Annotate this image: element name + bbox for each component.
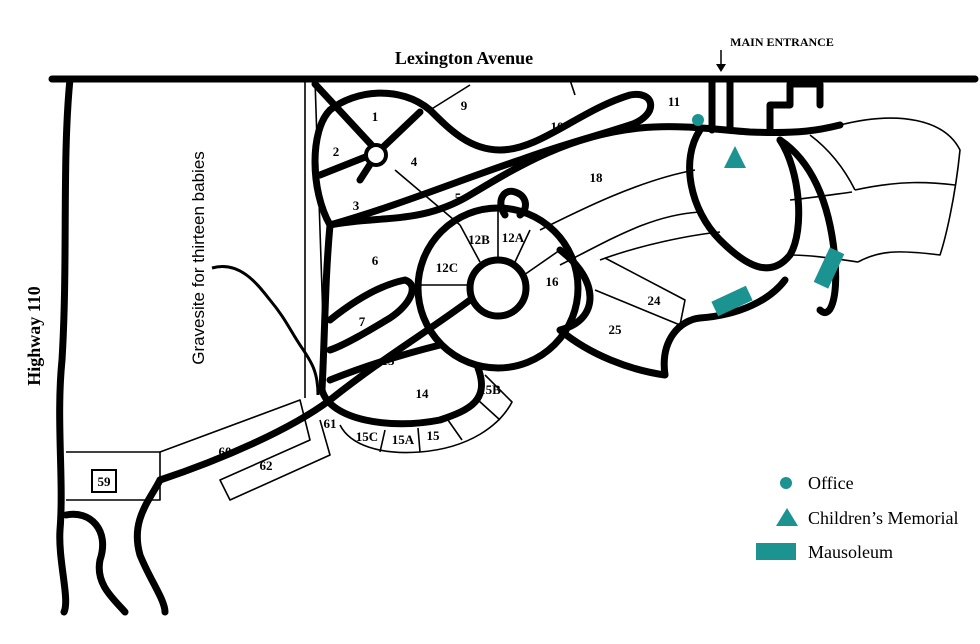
section-24-outline — [594, 257, 686, 326]
highway-110-label: Highway 110 — [24, 286, 44, 386]
legend-mausoleum-label: Mausoleum — [808, 542, 893, 562]
entrance-drive — [708, 75, 734, 134]
north-roundabout — [364, 143, 388, 167]
section-label: 7 — [359, 314, 366, 329]
southwest-road-2 — [133, 476, 169, 616]
section-label: 5 — [455, 190, 462, 205]
section-label: 62 — [260, 458, 273, 473]
section-label: 2 — [333, 144, 340, 159]
memorial-loop-road — [686, 126, 803, 272]
section-9-divider — [429, 84, 471, 111]
section-label: 14 — [416, 386, 430, 401]
section-label: 9 — [461, 98, 468, 113]
west-section-loop — [318, 221, 486, 428]
section-label: 25 — [609, 322, 623, 337]
section-7-loop — [326, 276, 416, 354]
east-fan-sections — [789, 117, 961, 263]
south-east-road — [556, 246, 789, 379]
southwest-road — [62, 510, 129, 616]
main-entrance-label: MAIN ENTRANCE — [730, 35, 834, 49]
memorial-legend-icon — [776, 508, 798, 526]
section-label: 13 — [382, 353, 396, 368]
section-label: 24 — [648, 293, 662, 308]
section-label: 3 — [353, 198, 360, 213]
gravesite-pointer-line — [211, 265, 320, 396]
section-label: 16 — [546, 274, 560, 289]
section-label: 15B — [479, 382, 501, 397]
mausoleum-marker-2 — [813, 247, 845, 289]
legend: Office Children’s Memorial Mausoleum — [756, 473, 958, 562]
section-15-arc — [339, 374, 513, 454]
lexington-avenue-label: Lexington Avenue — [395, 48, 533, 68]
legend-memorial-label: Children’s Memorial — [808, 508, 958, 528]
section-4-5-divider — [394, 169, 461, 226]
sections-60-62-outline — [159, 399, 331, 501]
section-59-area — [66, 451, 161, 501]
office-legend-icon — [780, 477, 792, 489]
section-59-box — [91, 469, 117, 493]
legend-office-label: Office — [808, 473, 854, 493]
section-15-dividers — [379, 399, 501, 453]
section-13-road — [326, 341, 444, 384]
section-18-lines — [539, 169, 721, 266]
central-circle-inner — [466, 256, 530, 320]
section-label: 12B — [468, 232, 490, 247]
memorial-marker — [724, 146, 746, 168]
section-label: 15A — [392, 432, 415, 447]
section-label: 15 — [427, 428, 441, 443]
office-marker — [692, 114, 704, 126]
section-label: 12A — [502, 230, 525, 245]
section-label: 10 — [551, 119, 564, 134]
small-loop-road — [497, 187, 529, 219]
section-label: 59 — [98, 474, 112, 489]
central-east-road — [326, 121, 844, 229]
section-label: 1 — [372, 109, 379, 124]
circle-spokes — [420, 210, 561, 286]
section-label: 15C — [356, 429, 378, 444]
section-label: 61 — [324, 416, 337, 431]
gravesite-annotation: Gravesite for thirteen babies — [189, 151, 208, 365]
mausoleum-legend-icon — [756, 543, 796, 560]
section-label: 6 — [372, 253, 379, 268]
section-label: 60 — [219, 444, 232, 459]
section-label: 18 — [590, 170, 604, 185]
east-building-road — [766, 80, 824, 136]
section-10-divider — [569, 79, 576, 96]
mausoleum-marker-1 — [711, 285, 753, 317]
section-label: 4 — [411, 154, 418, 169]
entrance-arrowhead-icon — [716, 64, 726, 72]
section-label: 11 — [668, 94, 680, 109]
section-label: 12C — [436, 260, 458, 275]
highway-110-boundary — [56, 75, 74, 616]
